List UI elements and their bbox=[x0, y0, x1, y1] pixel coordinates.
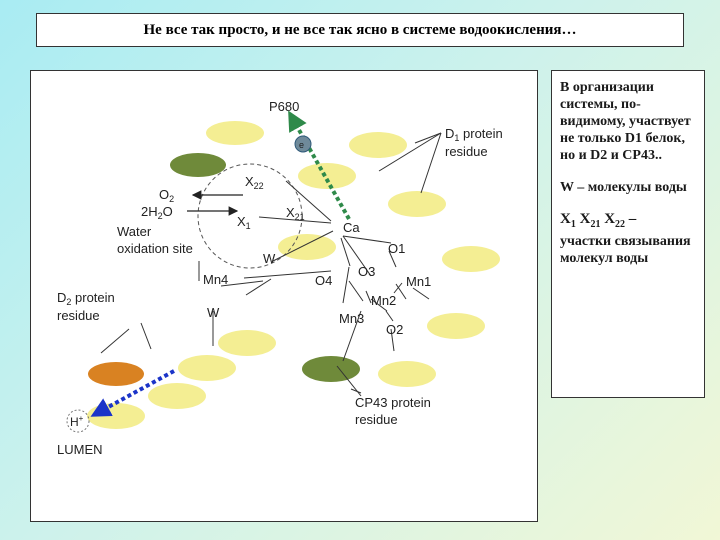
residue-ellipse bbox=[178, 355, 236, 381]
water-w1-label: W bbox=[263, 251, 276, 266]
o2-label: O2 bbox=[159, 187, 174, 204]
p680-label: P680 bbox=[269, 99, 299, 114]
x1-label: X1 bbox=[237, 214, 251, 231]
residue-ellipse bbox=[349, 132, 407, 158]
proton-circle bbox=[66, 409, 90, 433]
residue-ellipse bbox=[378, 361, 436, 387]
h2o-label: 2H2O bbox=[141, 204, 173, 221]
cp43-protein-label: CP43 protein bbox=[355, 395, 431, 410]
mn2-label: Mn2 bbox=[371, 293, 396, 308]
residue-ellipse bbox=[298, 163, 356, 189]
residue-ellipse bbox=[427, 313, 485, 339]
o4-label: O4 bbox=[315, 273, 332, 288]
ca-label: Ca bbox=[343, 220, 360, 235]
note-binding-sites-desc: участки связывания молекул воды bbox=[560, 234, 691, 266]
residue-ellipse-orange bbox=[88, 362, 144, 386]
electron-label: e bbox=[299, 140, 304, 150]
diagram-canvas: P680 D1 protein residue O2 2H2O Water ox… bbox=[57, 99, 503, 457]
cp43-residue-label: residue bbox=[355, 412, 398, 427]
d1-protein-label: D1 protein bbox=[445, 126, 503, 143]
water-w2-label: W bbox=[207, 305, 220, 320]
residue-ellipses bbox=[87, 121, 500, 429]
residue-ellipse bbox=[388, 191, 446, 217]
lumen-label: LUMEN bbox=[57, 442, 103, 457]
o1-label: O1 bbox=[388, 241, 405, 256]
residue-ellipse bbox=[148, 383, 206, 409]
o3-label: O3 bbox=[358, 264, 375, 279]
x21-label: X21 bbox=[286, 205, 305, 222]
electron-circle bbox=[294, 135, 312, 153]
water-site-label: Water bbox=[117, 224, 152, 239]
d2-protein-label: D2 protein bbox=[57, 290, 115, 307]
residue-ellipse-olive bbox=[170, 153, 226, 177]
o2-cluster-label: O2 bbox=[386, 322, 403, 337]
bond-lines bbox=[100, 132, 442, 397]
slide-title: Не все так просто, и не все так ясно в с… bbox=[36, 13, 684, 47]
mn1-label: Mn1 bbox=[406, 274, 431, 289]
note-water: W – молекулы воды bbox=[560, 180, 687, 195]
water-site-label-2: oxidation site bbox=[117, 241, 193, 256]
d1-residue-label: residue bbox=[445, 144, 488, 159]
side-notes: В организации системы, по-видимому, учас… bbox=[551, 70, 705, 398]
proton-label: H+ bbox=[70, 414, 84, 429]
residue-ellipse bbox=[442, 246, 500, 272]
residue-ellipse bbox=[87, 403, 145, 429]
note-binding-sites: X1 X21 X22 – bbox=[560, 211, 637, 230]
note-organization: В организации системы, по-видимому, учас… bbox=[560, 80, 691, 163]
photosystem-diagram: P680 D1 protein residue O2 2H2O Water ox… bbox=[30, 70, 538, 522]
mn4-label: Mn4 bbox=[203, 272, 228, 287]
residue-ellipse-olive bbox=[302, 356, 360, 382]
residue-ellipse bbox=[206, 121, 264, 145]
mn3-label: Mn3 bbox=[339, 311, 364, 326]
d2-residue-label: residue bbox=[57, 308, 100, 323]
x22-label: X22 bbox=[245, 174, 264, 191]
residue-ellipse bbox=[278, 234, 336, 260]
residue-ellipse bbox=[218, 330, 276, 356]
water-oxidation-circle bbox=[197, 163, 303, 269]
